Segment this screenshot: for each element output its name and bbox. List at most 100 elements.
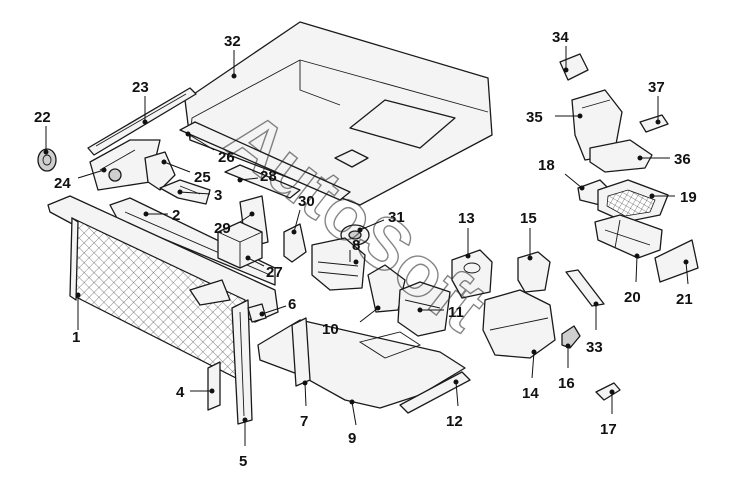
part-box-lid	[517, 251, 551, 293]
callout-label-8: 8	[352, 237, 360, 254]
callout-label-37: 37	[648, 79, 665, 96]
callout-29: 29	[214, 211, 255, 237]
callout-7: 7	[300, 380, 308, 430]
callout-36: 36	[637, 151, 691, 168]
part-armrest-box	[482, 289, 556, 359]
part-seat-cushion	[589, 139, 653, 173]
callout-15: 15	[520, 210, 537, 261]
part-roof-rail	[179, 121, 351, 201]
part-strip	[207, 361, 221, 411]
part-side-panel	[565, 269, 605, 307]
callout-11: 11	[417, 304, 464, 321]
callout-17: 17	[600, 389, 617, 438]
callout-label-24: 24	[54, 175, 71, 192]
callout-18: 18	[538, 157, 585, 191]
callout-label-32: 32	[224, 33, 241, 50]
callout-13: 13	[458, 210, 475, 259]
callout-label-27: 27	[266, 264, 283, 281]
callout-label-2: 2	[172, 207, 180, 224]
part-pillar	[231, 299, 253, 425]
callout-label-6: 6	[288, 296, 296, 313]
callout-label-36: 36	[674, 151, 691, 168]
callout-label-10: 10	[322, 321, 339, 338]
callout-1: 1	[72, 292, 81, 346]
callout-19: 19	[649, 189, 697, 206]
callout-label-3: 3	[214, 187, 222, 204]
callout-label-5: 5	[239, 453, 247, 470]
part-side-trim	[89, 139, 161, 191]
callout-37: 37	[648, 79, 665, 125]
callout-label-29: 29	[214, 220, 231, 237]
part-small-clip	[595, 382, 621, 401]
callout-22: 22	[34, 109, 51, 155]
callout-12: 12	[446, 379, 463, 430]
part-grab-handle	[291, 317, 311, 387]
callout-label-1: 1	[72, 329, 80, 346]
callout-21: 21	[676, 259, 693, 308]
part-sill-trim	[399, 371, 471, 414]
part-pillar-trim	[144, 151, 176, 191]
callout-label-17: 17	[600, 421, 617, 438]
callout-label-30: 30	[298, 193, 315, 210]
callout-24: 24	[54, 167, 107, 192]
callout-label-14: 14	[522, 385, 539, 402]
callout-5: 5	[239, 417, 248, 470]
callout-8: 8	[349, 237, 360, 265]
callout-23: 23	[132, 79, 149, 125]
callout-label-7: 7	[300, 413, 308, 430]
callout-35: 35	[526, 109, 583, 126]
callout-28: 28	[237, 168, 277, 185]
part-console-cover	[283, 223, 307, 263]
callout-4: 4	[176, 384, 215, 401]
callout-16: 16	[558, 343, 575, 392]
callout-label-16: 16	[558, 375, 575, 392]
callout-9: 9	[348, 399, 357, 447]
callout-label-20: 20	[624, 289, 641, 306]
callout-10: 10	[322, 305, 381, 338]
callout-label-12: 12	[446, 413, 463, 430]
callout-20: 20	[624, 253, 641, 306]
callout-label-13: 13	[458, 210, 475, 227]
callout-30: 30	[291, 193, 315, 235]
callout-label-23: 23	[132, 79, 149, 96]
callout-6: 6	[259, 296, 296, 317]
part-centre-console	[397, 281, 451, 337]
part-console-unit	[311, 237, 366, 291]
callout-14: 14	[522, 349, 539, 402]
part-cup-holder	[451, 249, 493, 299]
callout-27: 27	[245, 255, 283, 281]
part-clip	[37, 148, 57, 172]
callout-label-21: 21	[676, 291, 693, 308]
callout-label-18: 18	[538, 157, 555, 174]
callout-31: 31	[357, 209, 405, 233]
callout-26: 26	[185, 131, 235, 166]
part-mesh-tray	[597, 179, 669, 223]
callout-label-9: 9	[348, 430, 356, 447]
callout-25: 25	[161, 159, 211, 186]
part-seat-frame	[594, 214, 663, 259]
callout-32: 32	[224, 33, 241, 79]
callout-label-33: 33	[586, 339, 603, 356]
callout-label-26: 26	[218, 149, 235, 166]
callout-label-28: 28	[260, 168, 277, 185]
callout-label-25: 25	[194, 169, 211, 186]
callout-label-4: 4	[176, 384, 185, 401]
callout-label-34: 34	[552, 29, 569, 46]
callout-33: 33	[586, 301, 603, 356]
part-end-cap	[247, 303, 267, 323]
callout-34: 34	[552, 29, 569, 73]
callout-label-22: 22	[34, 109, 51, 126]
callout-3: 3	[177, 187, 222, 204]
callout-label-19: 19	[680, 189, 697, 206]
callout-label-11: 11	[448, 304, 464, 321]
part-floor-panel	[257, 319, 466, 409]
callout-label-35: 35	[526, 109, 543, 126]
part-block	[559, 53, 589, 81]
callout-2: 2	[143, 207, 180, 224]
part-upper-trim	[87, 87, 197, 156]
part-plate	[654, 239, 699, 283]
part-small-block	[639, 114, 669, 133]
callout-label-31: 31	[388, 209, 405, 226]
part-latch	[561, 325, 581, 349]
